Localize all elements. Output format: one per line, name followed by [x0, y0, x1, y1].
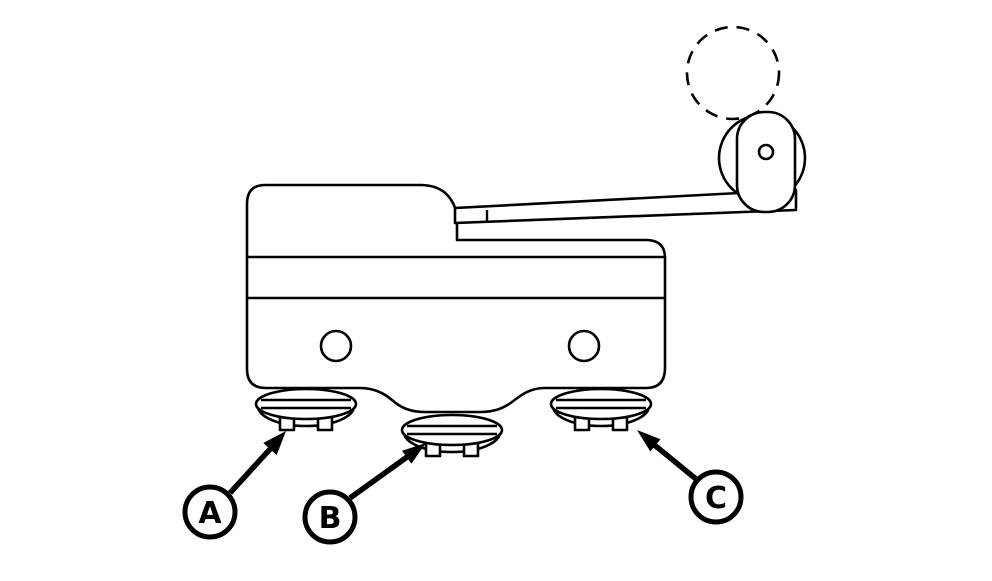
terminal-screw-c [549, 387, 653, 432]
callout-a: A [182, 431, 286, 540]
mounting-hole-right [567, 329, 601, 363]
roller-bracket [735, 110, 797, 214]
callout-c-label: C [705, 481, 727, 516]
callout-b-label: B [319, 501, 342, 536]
roller-phantom-dashed-circle [685, 25, 781, 121]
mounting-hole-left [319, 329, 353, 363]
callout-c-circle [688, 469, 744, 525]
callout-c: C [637, 430, 744, 525]
callout-a-label: A [198, 496, 222, 531]
callout-a-arrowhead [263, 431, 286, 455]
callout-b: B [302, 443, 426, 545]
callout-c-arrow [650, 440, 698, 482]
callout-b-arrowhead [402, 443, 426, 464]
roller-axle [757, 143, 775, 161]
callout-b-circle [302, 489, 358, 545]
terminal-screw-a [254, 387, 358, 432]
callout-b-arrow [348, 454, 409, 501]
callout-a-circle [182, 484, 238, 540]
callout-c-arrowhead [637, 430, 661, 452]
lever-arm [453, 188, 798, 225]
callout-a-arrow [227, 446, 274, 495]
